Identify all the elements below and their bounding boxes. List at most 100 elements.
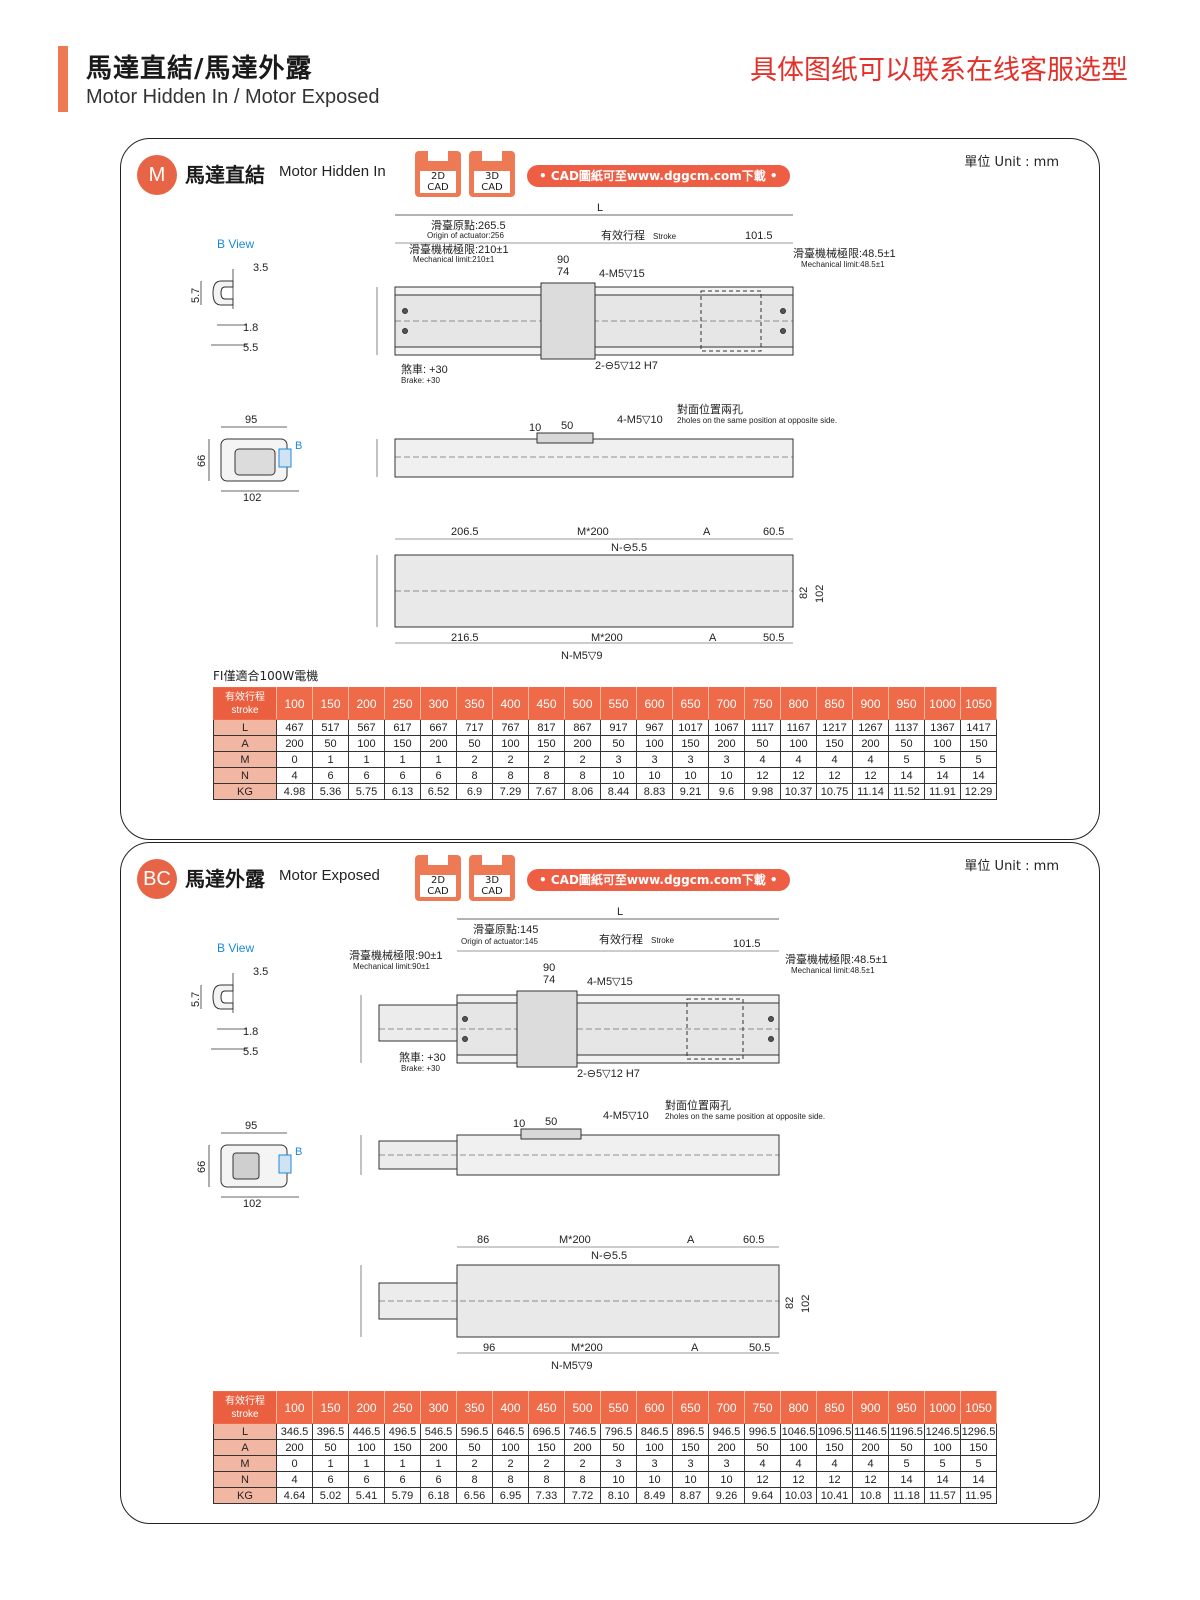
table-cell: 200 (420, 1439, 457, 1456)
svg-text:102: 102 (814, 585, 826, 603)
table-cell: 846.5 (636, 1423, 673, 1440)
table-cell: 867 (564, 719, 601, 736)
table-cell: 646.5 (492, 1423, 529, 1440)
header-accent-bar (58, 46, 68, 112)
svg-text:96: 96 (483, 1342, 495, 1354)
svg-text:A: A (709, 632, 717, 644)
table-cell: 1017 (672, 719, 709, 736)
stroke-header-cell: 900 (852, 687, 889, 720)
svg-text:Brake: +30: Brake: +30 (401, 1064, 440, 1073)
bottom-view: 86 M*200 A 60.5 N-⊖5.5 82 102 96 M*200 A… (360, 1234, 812, 1372)
table-cell: 100 (348, 1439, 385, 1456)
table-cell: 5 (888, 751, 925, 768)
stroke-header-cell: 350 (456, 687, 493, 720)
table-cell: 1417 (960, 719, 997, 736)
table-cell: 2 (492, 1455, 529, 1472)
table-cell: 1217 (816, 719, 853, 736)
table-cell: 4 (852, 751, 889, 768)
svg-text:5.7: 5.7 (190, 992, 202, 1007)
table-cell: 6 (312, 767, 349, 784)
table-cell: 200 (420, 735, 457, 752)
section-badge: BC (137, 859, 177, 899)
table-cell: 5.02 (312, 1487, 349, 1504)
table-cell: 5 (960, 751, 997, 768)
stroke-header-cell: 300 (420, 1391, 457, 1424)
stroke-header-cell: 700 (708, 687, 745, 720)
svg-text:90: 90 (543, 962, 555, 974)
table-cell: 1 (384, 1455, 421, 1472)
svg-text:B: B (295, 1146, 302, 1158)
table-cell: 100 (636, 735, 673, 752)
table-cell: 2 (456, 1455, 493, 1472)
stroke-header-cell: 850 (816, 687, 853, 720)
svg-text:2holes on the same position at: 2holes on the same position at opposite … (665, 1112, 825, 1121)
svg-text:Mechanical limit:48.5±1: Mechanical limit:48.5±1 (801, 260, 885, 269)
svg-text:Origin of actuator:145: Origin of actuator:145 (461, 937, 538, 946)
stroke-header-cell: 150 (312, 687, 349, 720)
svg-text:102: 102 (243, 492, 261, 504)
table-cell: 150 (960, 1439, 997, 1456)
table-cell: 1 (312, 751, 349, 768)
svg-text:5.5: 5.5 (243, 342, 258, 354)
table-cell: 150 (816, 1439, 853, 1456)
svg-text:5.7: 5.7 (190, 288, 202, 303)
table-cell: 9.6 (708, 783, 745, 800)
row-label: L (213, 1423, 277, 1440)
cad-download-link[interactable]: • CAD圖紙可至www.dggcm.com下載 • (527, 165, 790, 187)
table-cell: 200 (276, 1439, 313, 1456)
table-cell: 5 (888, 1455, 925, 1472)
table-cell: 200 (852, 735, 889, 752)
svg-text:M*200: M*200 (577, 526, 609, 538)
table-cell: 546.5 (420, 1423, 457, 1440)
table-cell: 4 (276, 1471, 313, 1488)
table-cell: 6.9 (456, 783, 493, 800)
table-cell: 1196.5 (888, 1423, 925, 1440)
table-cell: 496.5 (384, 1423, 421, 1440)
svg-text:4-M5▽15: 4-M5▽15 (587, 976, 633, 988)
cad-download-link[interactable]: • CAD圖紙可至www.dggcm.com下載 • (527, 869, 790, 891)
svg-text:煞車: +30: 煞車: +30 (401, 362, 448, 376)
stroke-header-cell: 1050 (960, 687, 997, 720)
svg-text:86: 86 (477, 1234, 489, 1246)
table-cell: 4 (780, 1455, 817, 1472)
table-cell: 1117 (744, 719, 781, 736)
technical-drawing: 3.5 5.7 1.8 5.5 95 66 102 B L 滑臺原點:265.5… (190, 202, 896, 662)
table-cell: 1 (348, 1455, 385, 1472)
svg-text:82: 82 (784, 1297, 796, 1309)
table-cell: 4 (816, 1455, 853, 1472)
b-view-profile: 3.5 5.7 1.8 5.5 (190, 262, 268, 354)
table-cell: 1 (312, 1455, 349, 1472)
table-cell: 10 (672, 767, 709, 784)
table-cell: 100 (348, 735, 385, 752)
table-cell: 6 (348, 767, 385, 784)
technical-drawing: 3.5 5.7 1.8 5.5 95 66 102 B L 滑臺原點:145 O… (190, 906, 888, 1372)
table-cell: 200 (564, 1439, 601, 1456)
table-cell: 4 (744, 1455, 781, 1472)
table-cell: 11.52 (888, 783, 925, 800)
table-cell: 50 (888, 735, 925, 752)
table-cell: 446.5 (348, 1423, 385, 1440)
svg-text:50: 50 (561, 420, 573, 432)
table-cell: 1296.5 (960, 1423, 997, 1440)
svg-text:Stroke: Stroke (653, 232, 677, 241)
table-cell: 6.13 (384, 783, 421, 800)
table-cell: 2 (564, 1455, 601, 1472)
table-cell: 8.44 (600, 783, 637, 800)
svg-text:50.5: 50.5 (763, 632, 784, 644)
table-cell: 3 (708, 1455, 745, 1472)
table-cell: 8 (564, 767, 601, 784)
svg-text:95: 95 (245, 1120, 257, 1132)
table-cell: 4 (852, 1455, 889, 1472)
